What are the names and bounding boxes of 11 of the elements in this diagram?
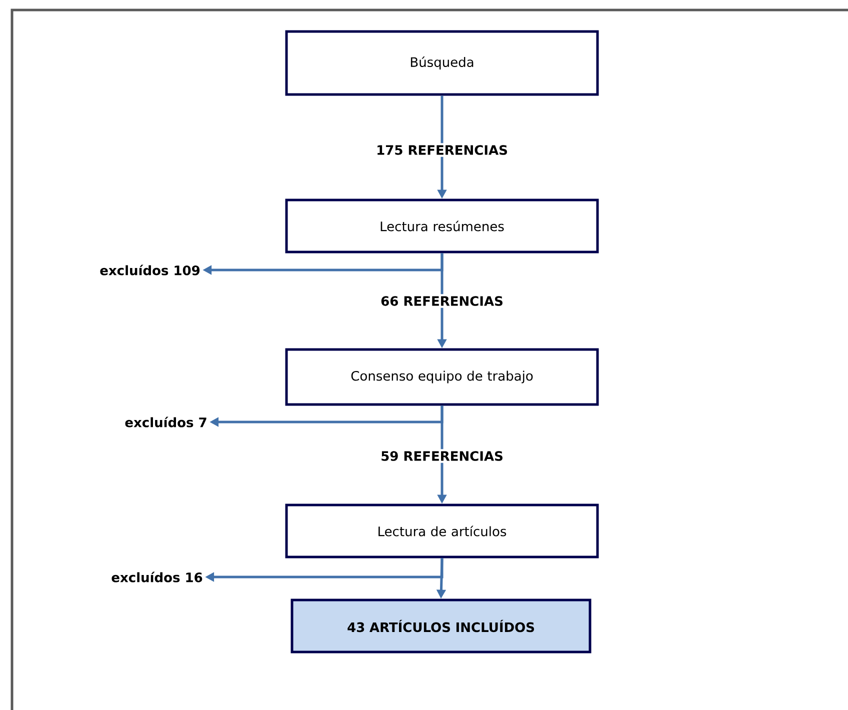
process-box: Búsqueda [285,30,599,96]
edge-label: 175 REFERENCIAS [374,143,510,157]
process-box: Lectura resúmenes [285,198,599,254]
process-box: Consenso equipo de trabajo [285,348,599,406]
excluded-label: excluídos 7 [125,416,206,428]
excluded-label: excluídos 16 [112,572,202,582]
result-box: 43 ARTÍCULOS INCLUÍDOS [290,598,592,654]
edge-label: 66 REFERENCIAS [378,294,506,308]
excluded-label: excluídos 109 [100,264,200,276]
edge-label: 59 REFERENCIAS [378,449,506,463]
process-box: Lectura de artículos [285,504,599,558]
